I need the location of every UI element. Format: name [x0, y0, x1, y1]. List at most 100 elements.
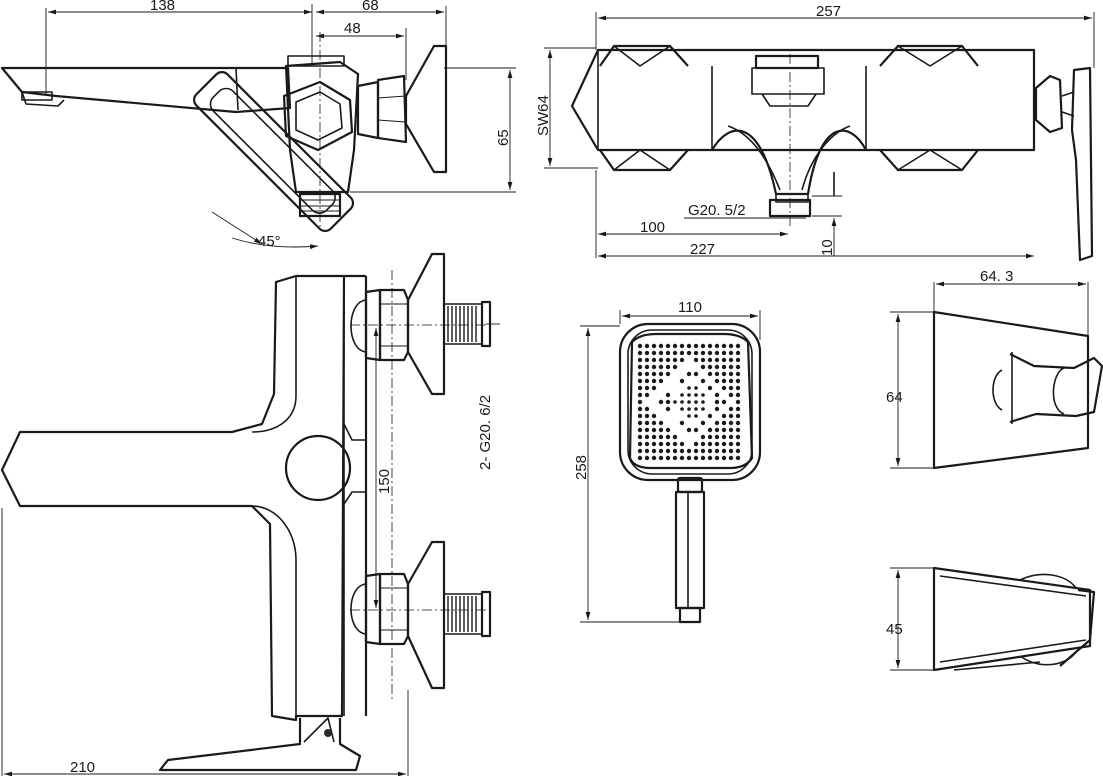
nozzle-dot — [700, 455, 706, 461]
nozzle-dot — [714, 357, 720, 363]
nozzle-dot — [693, 343, 699, 349]
nozzle-dot — [700, 420, 706, 426]
nozzle-dot — [700, 441, 706, 447]
nozzle-dot — [672, 441, 678, 447]
nozzle-dot — [700, 350, 706, 356]
nozzle-dot — [637, 406, 643, 412]
nozzle-dot — [644, 448, 650, 454]
front-view — [570, 44, 1094, 262]
nozzle-dot — [679, 350, 685, 356]
nozzle-dot — [721, 455, 727, 461]
nozzle-dot — [707, 413, 713, 419]
dim-65: 65 — [495, 129, 512, 146]
nozzle-dot — [658, 343, 664, 349]
nozzle-dot — [735, 420, 741, 426]
nozzle-dot — [658, 448, 664, 454]
nozzle-dot — [721, 350, 727, 356]
nozzle-dot — [707, 364, 713, 370]
nozzle-dot — [651, 364, 657, 370]
dim-10: 10 — [819, 239, 836, 256]
side-view — [0, 32, 448, 250]
nozzle-dot — [637, 399, 643, 405]
nozzle-dot — [651, 420, 657, 426]
nozzle-dot — [644, 350, 650, 356]
nozzle-dot — [658, 420, 664, 426]
holder-side-view — [932, 566, 1096, 672]
nozzle-dot — [700, 434, 706, 440]
holder-top-dimensions: 64. 3 64 — [886, 268, 1089, 469]
holder-side-dimensions: 45 — [886, 567, 934, 671]
nozzle-dot — [644, 427, 650, 433]
dim-258: 258 — [573, 455, 590, 480]
nozzle-dot — [728, 378, 734, 384]
dim-45: 45 — [886, 621, 903, 638]
nozzle-dot — [658, 350, 664, 356]
nozzle-dot — [721, 399, 727, 405]
nozzle-dot — [687, 407, 691, 411]
nozzle-dot — [714, 378, 720, 384]
nozzle-dot — [728, 448, 734, 454]
nozzle-dot — [714, 420, 720, 426]
lower-thread — [447, 596, 477, 632]
nozzle-dot — [665, 371, 671, 377]
nozzle-dot — [735, 434, 741, 440]
nozzle-dot — [728, 441, 734, 447]
nozzle-dot — [651, 343, 657, 349]
dim-150: 150 — [376, 469, 393, 494]
nozzle-dot — [680, 407, 684, 411]
nozzle-dot — [700, 448, 706, 454]
holder-top-view — [932, 310, 1103, 470]
nozzle-dot — [714, 399, 720, 405]
nozzle-dot — [714, 343, 720, 349]
nozzle-dot — [728, 455, 734, 461]
nozzle-dot — [686, 350, 692, 356]
nozzle-dot — [735, 406, 741, 412]
nozzle-dot — [707, 441, 713, 447]
nozzle-dot — [644, 371, 650, 377]
nozzle-dot — [651, 371, 657, 377]
nozzle-dot — [687, 400, 691, 404]
nozzle-dot — [735, 378, 741, 384]
nozzle-dot — [679, 357, 685, 363]
nozzle-dot — [679, 378, 685, 384]
nozzle-dot — [721, 343, 727, 349]
nozzle-dot — [651, 455, 657, 461]
nozzle-dot — [728, 364, 734, 370]
nozzle-dot — [714, 427, 720, 433]
nozzle-dot — [644, 378, 650, 384]
nozzle-dot — [672, 350, 678, 356]
nozzle-dot — [721, 441, 727, 447]
nozzle-dot — [714, 392, 720, 398]
nozzle-dot — [694, 400, 698, 404]
nozzle-dot — [693, 441, 699, 447]
nozzle-dot — [687, 386, 691, 390]
nozzle-dot — [721, 427, 727, 433]
nozzle-dot — [665, 399, 671, 405]
nozzle-dot — [651, 413, 657, 419]
nozzle-dot — [672, 357, 678, 363]
nozzle-dot — [637, 427, 643, 433]
nozzle-dot — [700, 378, 706, 384]
nozzle-dot — [728, 420, 734, 426]
nozzle-dot — [707, 455, 713, 461]
nozzle-dot — [644, 434, 650, 440]
nozzle-dot — [658, 364, 664, 370]
nozzle-dot — [735, 455, 741, 461]
nozzle-dot — [637, 364, 643, 370]
nozzle-dot — [721, 385, 727, 391]
nozzle-dot — [721, 371, 727, 377]
nozzle-dot — [644, 357, 650, 363]
nozzle-dot — [701, 393, 705, 397]
nozzle-dot — [644, 441, 650, 447]
nozzle-dot — [672, 343, 678, 349]
nozzle-dot — [644, 392, 650, 398]
dim-110: 110 — [678, 299, 702, 316]
nozzle-dot — [644, 420, 650, 426]
nozzle-dot — [665, 441, 671, 447]
nozzle-dot — [665, 364, 671, 370]
dim-138: 138 — [150, 0, 175, 14]
nozzle-dot — [651, 385, 657, 391]
top-view-dimensions: 2- G20. 6/2 150 210 — [1, 306, 500, 776]
nozzle-dot — [707, 427, 713, 433]
nozzle-dot — [714, 371, 720, 377]
